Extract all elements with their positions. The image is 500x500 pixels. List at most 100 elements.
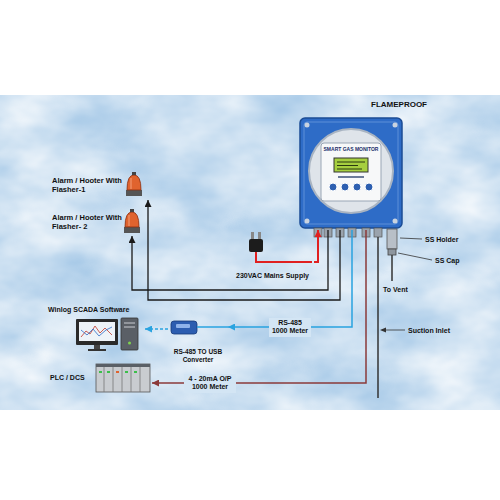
plc-symbol — [122, 367, 123, 392]
mains-plug — [258, 232, 261, 240]
converter-symbol — [176, 324, 190, 328]
hooter-symbol — [132, 172, 136, 175]
plc-symbol — [134, 371, 137, 373]
pipe-line — [378, 237, 392, 398]
hooter-symbol — [130, 209, 134, 212]
usb-converter: RS-485 TO USB Converter — [168, 318, 228, 365]
gas-monitor-housing — [329, 183, 337, 191]
device-label: Alarm / Hooter With Flasher-1 — [52, 176, 122, 194]
leader-arrowhead — [380, 328, 386, 333]
part-label: To Vent — [383, 285, 408, 294]
panel-label: SMART GAS MONITOR — [300, 146, 402, 152]
leader-line — [385, 330, 405, 331]
converter-symbol — [197, 326, 228, 328]
signal-wire — [132, 230, 328, 290]
plc-symbol — [96, 364, 150, 392]
plc-symbol — [131, 367, 132, 392]
mains-plug — [256, 252, 312, 262]
gas-monitor-housing — [337, 169, 362, 170]
hooter-symbol — [126, 190, 142, 196]
gas-monitor-housing — [305, 123, 310, 128]
scada-pc: Winlog SCADA Software — [48, 305, 145, 355]
plc-symbol — [96, 364, 150, 392]
gas-monitor-housing — [305, 219, 310, 224]
plc-symbol — [116, 371, 119, 373]
gas-monitor-housing — [341, 183, 349, 191]
hooter-device: Alarm / Hooter With Flasher- 2 — [52, 208, 144, 236]
device-label: Alarm / Hooter With Flasher- 2 — [52, 213, 122, 231]
pipe-line — [377, 237, 379, 398]
gas-monitor: FLAMEPROOF SMART GAS MONITOR — [300, 100, 427, 230]
ss-holder — [388, 249, 396, 255]
mains-supply: 230VAC Mains Supply — [236, 228, 314, 284]
gas-monitor-housing — [353, 183, 361, 191]
pc-symbol — [94, 345, 100, 349]
hooter-symbol — [124, 227, 140, 233]
part-label: SS Cap — [435, 256, 460, 265]
signal-wire — [228, 230, 352, 327]
gas-monitor-housing — [300, 118, 402, 228]
hooter-symbol — [126, 172, 142, 196]
pc-symbol — [76, 318, 138, 351]
converter-symbol — [171, 321, 197, 334]
pc-symbol — [124, 323, 135, 324]
cable-gland — [314, 228, 382, 237]
leader-line — [398, 253, 432, 260]
pc-symbol — [124, 327, 135, 328]
leader-line — [400, 238, 422, 239]
housing-heading: FLAMEPROOF — [300, 100, 427, 110]
pc-symbol — [76, 319, 118, 345]
gas-monitor-housing — [334, 158, 368, 172]
gas-monitor-housing — [309, 129, 393, 213]
cable-gland — [374, 228, 382, 237]
part-label: Suction Inlet — [408, 326, 450, 335]
device-label: PLC / DCS — [50, 373, 94, 382]
hooter-symbol — [124, 209, 140, 233]
pc-symbol — [88, 349, 106, 351]
mains-plug — [251, 232, 254, 240]
signal-wire — [145, 328, 168, 330]
device-label: Winlog SCADA Software — [48, 305, 143, 314]
pc-symbol — [81, 327, 112, 336]
signal-wire — [148, 200, 340, 300]
wire-label: RS-485 1000 Meter — [269, 318, 311, 337]
device-label: RS-485 TO USB Converter — [170, 348, 226, 363]
supply-label: 230VAC Mains Supply — [236, 271, 312, 280]
mains-plug — [249, 239, 263, 252]
gas-monitor-housing — [304, 122, 398, 224]
gas-monitor-housing — [338, 176, 364, 178]
pipe-line — [391, 255, 393, 281]
gas-monitor-housing — [300, 118, 402, 228]
gas-monitor-housing — [337, 162, 365, 163]
plc-symbol — [104, 367, 105, 392]
hooter-device: Alarm / Hooter With Flasher-1 — [52, 170, 150, 200]
plc-symbol — [107, 371, 110, 373]
gas-monitor-housing — [393, 123, 398, 128]
converter-symbol — [171, 321, 228, 334]
hooter-symbol — [125, 212, 139, 227]
pc-symbol — [121, 318, 138, 350]
leader-line — [385, 238, 432, 330]
sky-backdrop — [0, 95, 500, 410]
plc-dcs: PLC / DCS — [50, 362, 152, 394]
plc-symbol — [140, 367, 141, 392]
hooter-symbol — [131, 178, 132, 189]
pc-symbol — [81, 326, 112, 337]
signal-wire — [314, 230, 318, 262]
gas-monitor-housing — [393, 219, 398, 224]
plc-symbol — [99, 371, 102, 373]
ss-holder — [387, 229, 397, 255]
ss-holder — [387, 229, 397, 249]
plc-symbol — [113, 367, 114, 392]
gas-monitor-housing — [337, 165, 358, 166]
wire-label: 4 - 20mA O/P 1000 Meter — [184, 374, 236, 393]
hooter-symbol — [127, 175, 141, 190]
plc-symbol — [96, 364, 150, 367]
pc-symbol — [128, 342, 131, 345]
plc-symbol — [125, 371, 128, 373]
signal-wire — [152, 230, 366, 383]
